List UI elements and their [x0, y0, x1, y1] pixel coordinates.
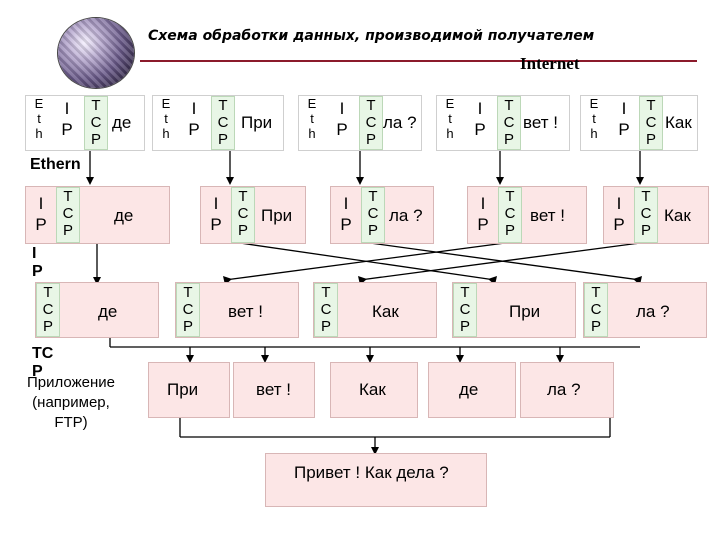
fragment-text: вет ! [256, 380, 291, 399]
application-layer-label: Приложение (например, FTP) [27, 374, 115, 431]
globe-icon [58, 18, 134, 88]
segment-payload: ла ? [636, 302, 670, 321]
ip-packet: I P T C P вет ! [467, 186, 587, 244]
app-fragment: При [148, 362, 230, 418]
tcp-header: T C P [634, 187, 658, 243]
tcp-header: T C P [84, 96, 108, 150]
tcp-header: T C P [584, 283, 608, 337]
packet-payload: ла ? [389, 206, 423, 225]
frame-payload: ла ? [383, 113, 417, 132]
title-bar [140, 20, 697, 62]
ip-packet: I P T C P ла ? [330, 186, 434, 244]
ip-layer-label: I P [32, 245, 43, 280]
tcp-header: T C P [639, 96, 663, 150]
ip-header: I P [61, 99, 73, 139]
ip-packet: I P T C P Как [603, 186, 709, 244]
fragment-text: Как [359, 380, 386, 399]
tcp-header: T C P [314, 283, 338, 337]
tcp-header: T C P [453, 283, 477, 337]
ethernet-layer-label: Ethern [30, 156, 81, 173]
tcp-header: T C P [359, 96, 383, 150]
ethernet-frame: E t h I P T C P Как [580, 95, 698, 151]
app-fragment: Как [330, 362, 418, 418]
ip-header: I P [210, 194, 222, 234]
ip-packet: I P T C P де [25, 186, 170, 244]
app-fragment: вет ! [233, 362, 315, 418]
tcp-header: T C P [36, 283, 60, 337]
ethernet-frame: E t h I P T C P ла ? [298, 95, 422, 151]
ip-header: I P [336, 99, 348, 139]
segment-payload: де [98, 302, 118, 321]
tcp-layer-label: TC P [32, 345, 54, 380]
eth-header: E t h [307, 96, 317, 141]
tcp-segment: T C P При [452, 282, 576, 338]
segment-payload: Как [372, 302, 399, 321]
app-fragment: ла ? [520, 362, 614, 418]
fragment-text: де [459, 380, 479, 399]
packet-payload: вет ! [530, 206, 565, 225]
ip-header: I P [474, 99, 486, 139]
ip-header: I P [340, 194, 352, 234]
eth-header: E t h [589, 96, 599, 141]
result-box: Привет ! Как дела ? [265, 453, 487, 507]
ethernet-frame: E t h I P T C P де [25, 95, 145, 151]
diagram-title: Схема обработки данных, производимой пол… [148, 28, 595, 44]
fragment-text: ла ? [547, 380, 581, 399]
ip-packet: I P T C P При [200, 186, 306, 244]
ethernet-frame: E t h I P T C P вет ! [436, 95, 570, 151]
app-fragment: де [428, 362, 516, 418]
ip-header: I P [613, 194, 625, 234]
eth-header: E t h [445, 96, 455, 141]
packet-payload: Как [664, 206, 691, 225]
ip-header: I P [618, 99, 630, 139]
ip-header: I P [188, 99, 200, 139]
tcp-segment: T C P Как [313, 282, 437, 338]
segment-payload: При [509, 302, 541, 321]
frame-payload: Как [665, 113, 692, 132]
eth-header: E t h [161, 96, 171, 141]
fragment-text: При [167, 380, 199, 399]
packet-payload: де [114, 206, 134, 225]
frame-payload: вет ! [523, 113, 558, 132]
eth-header: E t h [34, 96, 44, 141]
tcp-segment: T C P вет ! [175, 282, 299, 338]
ip-header: I P [477, 194, 489, 234]
tcp-segment: T C P де [35, 282, 159, 338]
frame-payload: При [241, 113, 273, 132]
internet-label: Internet [520, 54, 580, 73]
tcp-header: T C P [176, 283, 200, 337]
packet-payload: При [261, 206, 293, 225]
tcp-segment: T C P ла ? [583, 282, 707, 338]
segment-payload: вет ! [228, 302, 263, 321]
ip-header: I P [35, 194, 47, 234]
ethernet-frame: E t h I P T C P При [152, 95, 284, 151]
frame-payload: де [112, 113, 132, 132]
tcp-header: T C P [231, 187, 255, 243]
tcp-header: T C P [361, 187, 385, 243]
tcp-header: T C P [497, 96, 521, 150]
result-text: Привет ! Как дела ? [294, 463, 449, 482]
tcp-header: T C P [56, 187, 80, 243]
tcp-header: T C P [211, 96, 235, 150]
tcp-header: T C P [498, 187, 522, 243]
